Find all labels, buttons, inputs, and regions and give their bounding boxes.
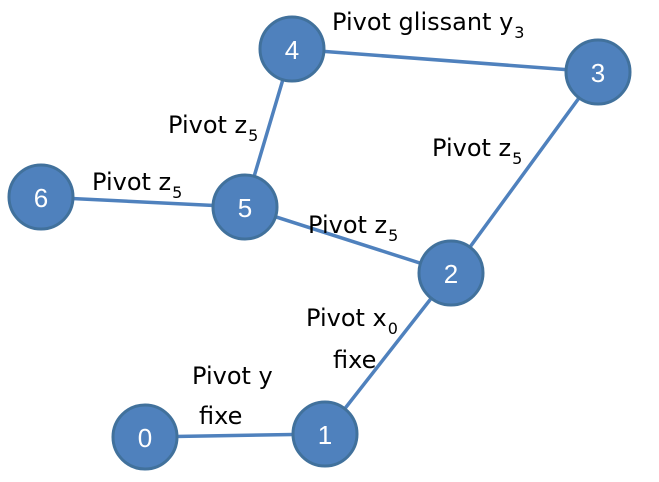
edge-label-2-3-line-0: Pivot z5 [432, 134, 522, 168]
node-circle-1 [291, 400, 359, 468]
edge-label-0-1-line-1: fixe [199, 402, 242, 430]
node-circle-3 [564, 38, 632, 106]
node-6: 6 [7, 163, 75, 231]
node-4: 4 [258, 15, 326, 83]
node-label-5: 5 [238, 193, 252, 223]
node-3: 3 [564, 38, 632, 106]
node-label-3: 3 [591, 58, 605, 88]
node-label-4: 4 [285, 35, 299, 65]
node-2: 2 [417, 239, 485, 307]
node-0: 0 [111, 403, 179, 471]
nodes-layer: 0 1 2 3 4 5 6 [7, 15, 632, 471]
edge-4-3 [290, 47, 600, 74]
edge-2-5 [243, 205, 453, 275]
node-label-2: 2 [444, 259, 458, 289]
edge-1-2 [323, 271, 453, 436]
node-circle-2 [417, 239, 485, 307]
edge-label-0-1-line-0: Pivot y [192, 362, 273, 390]
node-circle-4 [258, 15, 326, 83]
edge-label-4-5-line-0: Pivot z5 [168, 111, 258, 145]
edge-label-2-5-line-0: Pivot z5 [308, 211, 398, 245]
edge-6-5 [39, 195, 247, 209]
edge-labels-layer: Pivot y fixe Pivot x0 fixe Pivot z5 Pivot z5 P… [92, 8, 524, 430]
node-label-1: 1 [318, 420, 332, 450]
edge-label-4-3-line-0: Pivot glissant y3 [332, 8, 524, 42]
edge-label-1-2-line-1: fixe [333, 346, 376, 374]
node-circle-0 [111, 403, 179, 471]
node-5: 5 [211, 173, 279, 241]
edge-2-3 [449, 70, 600, 275]
edge-label-6-5-line-0: Pivot z5 [92, 168, 182, 202]
node-1: 1 [291, 400, 359, 468]
node-label-6: 6 [34, 183, 48, 213]
edges-layer [39, 47, 600, 439]
node-label-0: 0 [138, 423, 152, 453]
edge-label-1-2-line-0: Pivot x0 [306, 304, 398, 338]
node-circle-6 [7, 163, 75, 231]
node-circle-5 [211, 173, 279, 241]
